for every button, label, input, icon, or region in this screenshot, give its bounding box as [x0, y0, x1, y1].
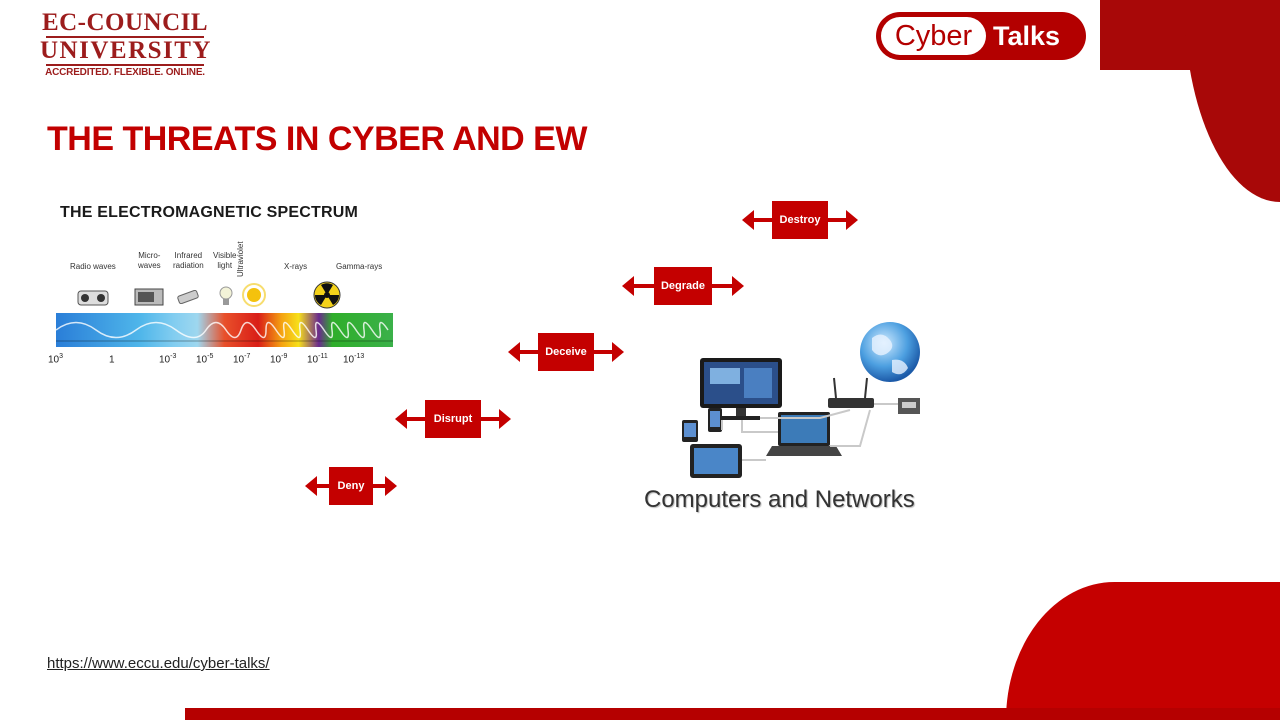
- remote-icon: [177, 290, 199, 304]
- logo-divider: [46, 64, 204, 66]
- radiation-icon: [313, 281, 341, 309]
- band-label: Visible light: [213, 251, 237, 270]
- slide-title: THE THREATS IN CYBER AND EW: [47, 120, 587, 158]
- threat-label: Destroy: [772, 201, 828, 239]
- desktop-monitor-icon: [700, 358, 782, 420]
- sun-icon: [242, 283, 266, 307]
- arrow-right-icon: [612, 342, 624, 362]
- logo-line1: EC-COUNCIL: [41, 9, 209, 36]
- router-icon: [828, 377, 874, 408]
- microwave-icon: [134, 288, 164, 306]
- threat-label: Deceive: [538, 333, 594, 371]
- eccu-logo: EC-COUNCIL UNIVERSITY ACCREDITED. FLEXIB…: [40, 10, 210, 79]
- wave-overlay: [55, 321, 393, 342]
- network-cables: [721, 403, 898, 461]
- light-bulb-icon: [219, 286, 233, 305]
- arrow-right-icon: [846, 210, 858, 230]
- network-caption: Computers and Networks: [644, 486, 915, 513]
- scale-tick: 10-7: [233, 353, 251, 366]
- globe-icon: [860, 322, 920, 382]
- scale-tick: 10-11: [307, 353, 328, 366]
- scale-tick: 103: [48, 353, 64, 366]
- top-right-curve-decoration: [1184, 0, 1280, 202]
- radio-icon: [77, 290, 109, 306]
- logo-tagline: ACCREDITED. FLEXIBLE. ONLINE.: [45, 67, 205, 78]
- band-label: Ultraviolet: [236, 241, 245, 277]
- badge-cyber-text: Cyber: [881, 17, 986, 55]
- phone-icon: [682, 420, 698, 442]
- threat-destroy: Destroy: [742, 201, 858, 239]
- threat-disrupt: Disrupt: [395, 400, 511, 438]
- phone-icon: [708, 408, 722, 432]
- bottom-bar-decoration: [185, 708, 1280, 720]
- scale-tick: 10-3: [159, 353, 177, 366]
- logo-line2: UNIVERSITY: [40, 37, 212, 64]
- badge-talks-text: Talks: [993, 21, 1061, 51]
- arrow-right-icon: [385, 476, 397, 496]
- tablet-icon: [690, 444, 742, 478]
- logo-divider: [46, 36, 204, 38]
- band-label: Infrared radiation: [173, 251, 204, 270]
- threat-deny: Deny: [305, 467, 397, 505]
- cyber-talks-badge: Cyber Talks: [876, 12, 1086, 60]
- band-label: X-rays: [284, 262, 308, 271]
- threat-label: Deny: [329, 467, 373, 505]
- scale-tick: 10-5: [196, 353, 214, 366]
- arrow-left-icon: [742, 210, 754, 230]
- band-label: Micro- waves: [138, 251, 161, 270]
- threat-deceive: Deceive: [508, 333, 624, 371]
- arrow-left-icon: [305, 476, 317, 496]
- threat-degrade: Degrade: [622, 267, 744, 305]
- arrow-right-icon: [732, 276, 744, 296]
- scale-tick: 1: [109, 354, 115, 366]
- arrow-left-icon: [395, 409, 407, 429]
- bottom-right-decoration: [1006, 582, 1280, 720]
- computers-network-illustration: [682, 322, 920, 478]
- laptop-icon: [766, 412, 842, 456]
- threat-label: Disrupt: [425, 400, 481, 438]
- arrow-left-icon: [508, 342, 520, 362]
- band-label: Gamma-rays: [336, 262, 383, 271]
- spectrum-bar: [55, 313, 393, 347]
- spectrum-title: THE ELECTROMAGNETIC SPECTRUM: [60, 204, 359, 221]
- cyber-talks-link[interactable]: https://www.eccu.edu/cyber-talks/: [47, 655, 270, 672]
- band-label: Radio waves: [70, 262, 116, 271]
- printer-icon: [898, 398, 920, 414]
- threat-label: Degrade: [654, 267, 712, 305]
- arrow-right-icon: [499, 409, 511, 429]
- arrow-left-icon: [622, 276, 634, 296]
- electromagnetic-spectrum-figure: THE ELECTROMAGNETIC SPECTRUM Radio waves…: [42, 195, 412, 377]
- scale-tick: 10-13: [343, 353, 365, 366]
- scale-tick: 10-9: [270, 353, 288, 366]
